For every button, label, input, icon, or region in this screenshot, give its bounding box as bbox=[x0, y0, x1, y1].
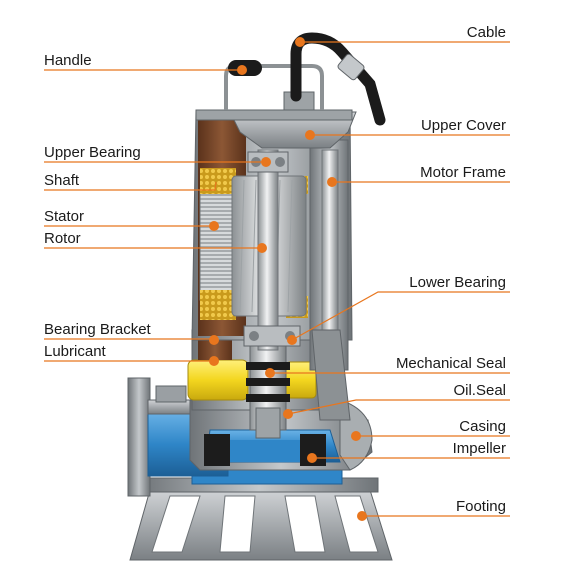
dot-impeller bbox=[307, 453, 317, 463]
label-impeller: Impeller bbox=[452, 440, 506, 457]
leader-lower-bearing bbox=[291, 291, 510, 341]
dot-handle bbox=[237, 65, 247, 75]
dot-casing bbox=[351, 431, 361, 441]
impeller-part bbox=[204, 434, 326, 466]
label-stator: Stator bbox=[44, 208, 85, 225]
dot-lower-bearing bbox=[287, 335, 297, 345]
label-footing: Footing bbox=[455, 498, 506, 515]
label-cable: Cable bbox=[466, 24, 506, 41]
leader-oil-seal bbox=[287, 399, 510, 415]
footing-part bbox=[129, 469, 393, 561]
mechanical-seal-part bbox=[246, 339, 290, 439]
callout-dots bbox=[209, 37, 367, 521]
upper-cover-part bbox=[195, 91, 357, 149]
leader-shaft bbox=[44, 181, 217, 191]
dot-upper-cover bbox=[305, 130, 315, 140]
dot-stator bbox=[209, 221, 219, 231]
dot-oil-seal bbox=[283, 409, 293, 419]
label-mechanical-seal: Mechanical Seal bbox=[395, 355, 506, 372]
label-bearing-bracket: Bearing Bracket bbox=[44, 321, 151, 338]
dot-lubricant bbox=[209, 356, 219, 366]
leader-lines bbox=[44, 41, 510, 517]
label-rotor: Rotor bbox=[44, 230, 81, 247]
dot-bearing-bracket bbox=[209, 335, 219, 345]
dot-upper-bearing bbox=[261, 157, 271, 167]
cable-part bbox=[290, 32, 386, 126]
label-shaft: Shaft bbox=[44, 172, 80, 189]
label-upper-cover: Upper Cover bbox=[420, 117, 506, 134]
label-handle: Handle bbox=[44, 52, 92, 69]
label-lubricant: Lubricant bbox=[44, 343, 106, 360]
dot-motor-frame bbox=[327, 177, 337, 187]
leader-bearing-bracket bbox=[44, 338, 215, 340]
label-lower-bearing: Lower Bearing bbox=[409, 274, 506, 291]
dot-mechanical-seal bbox=[265, 368, 275, 378]
dot-footing bbox=[357, 511, 367, 521]
label-oil-seal: Oil.Seal bbox=[453, 382, 506, 399]
label-casing: Casing bbox=[459, 418, 506, 435]
label-upper-bearing: Upper Bearing bbox=[44, 144, 141, 161]
dot-rotor bbox=[257, 243, 267, 253]
label-motor-frame: Motor Frame bbox=[420, 164, 506, 181]
dot-cable bbox=[295, 37, 305, 47]
